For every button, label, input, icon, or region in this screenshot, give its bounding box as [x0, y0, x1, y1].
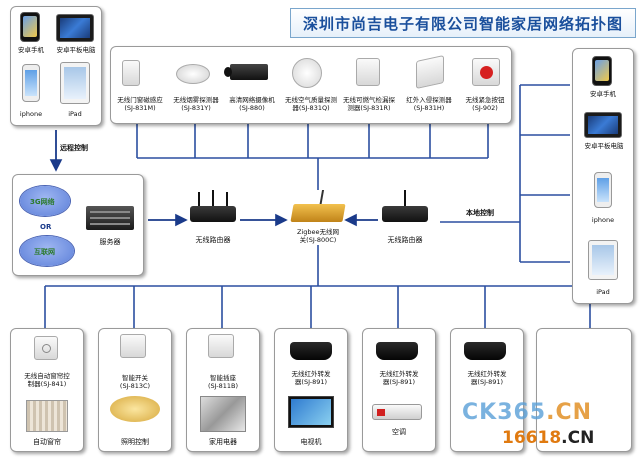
gas-detector-name: 无线可燃气检漏探	[343, 96, 395, 104]
tv-label: 电视机	[300, 438, 322, 446]
emergency-button-icon	[472, 58, 500, 86]
air-conditioner-label: 空调	[392, 428, 406, 436]
smart-switch-icon	[120, 334, 146, 358]
title-banner: 深圳市尚吉电子有限公司智能家居网络拓扑图	[290, 8, 636, 38]
smoke-detector-model: (SJ-831Y)	[181, 104, 211, 112]
lighting-label: 照明控制	[121, 438, 149, 446]
internet-cloud-icon	[20, 236, 74, 266]
air-conditioner-icon	[372, 404, 422, 420]
watermark-ck365: CK365.CN	[462, 400, 592, 425]
wireless-router-left-icon	[190, 190, 236, 222]
right-android-tablet-icon	[584, 112, 622, 138]
air-quality-sensor-icon	[292, 58, 322, 88]
android-phone-label: 安卓手机	[18, 46, 44, 54]
ir-transmitter-ac-model: 器(SJ-891)	[382, 378, 416, 386]
right-ipad-label: iPad	[596, 288, 610, 296]
pir-detector-model: (SJ-831H)	[413, 104, 445, 112]
watermark-16618-cn: .CN	[561, 428, 595, 448]
air-quality-sensor-name: 无线空气质量探测	[285, 96, 337, 104]
ir-transmitter-3-model: 器(SJ-891)	[470, 378, 504, 386]
appliances-icon	[200, 396, 246, 432]
right-ipad-icon	[588, 240, 618, 280]
server-icon	[86, 206, 134, 230]
right-iphone-label: iphone	[591, 216, 615, 224]
3g-network-label: 3G网络	[30, 198, 55, 206]
curtain-label: 自动窗帘	[33, 438, 61, 446]
pir-detector-icon	[416, 55, 444, 89]
android-tablet-icon	[56, 14, 94, 42]
air-quality-sensor-model: 器(SJ-831Q)	[292, 104, 330, 112]
server-label: 服务器	[99, 238, 121, 246]
smoke-detector-name: 无线烟雾探测器	[173, 96, 219, 104]
ir-transmitter-ac-name: 无线红外转发	[379, 370, 419, 378]
emergency-button-model: (SJ-902)	[472, 104, 498, 112]
android-phone-icon	[20, 12, 40, 42]
pir-detector-name: 红外入侵探测器	[406, 96, 452, 104]
ip-camera-name: 高清网络摄像机	[229, 96, 275, 104]
internet-label: 互联网	[34, 248, 55, 256]
tv-icon	[288, 396, 334, 428]
ip-camera-model: (SJ-880)	[239, 104, 265, 112]
ir-transmitter-3-name: 无线红外转发	[467, 370, 507, 378]
iphone-label: iphone	[19, 110, 43, 118]
zigbee-gateway-label-2: 关(SJ-800C)	[299, 236, 337, 244]
appliances-label: 家用电器	[209, 438, 237, 446]
curtain-controller-model: 制器(SJ-841)	[27, 380, 67, 388]
diagram-title: 深圳市尚吉电子有限公司智能家居网络拓扑图	[302, 14, 623, 33]
wireless-router-right-icon	[382, 190, 428, 222]
smart-socket-name: 智能插座	[210, 374, 236, 382]
android-tablet-label: 安卓平板电脑	[56, 46, 96, 54]
right-iphone-icon	[594, 172, 612, 208]
curtain-controller-icon	[34, 336, 58, 360]
ipad-icon	[60, 62, 90, 104]
wireless-router-left-label: 无线路由器	[195, 236, 231, 244]
emergency-button-name: 无线紧急按钮	[465, 96, 505, 104]
local-control-label: 本地控制	[466, 209, 494, 217]
door-sensor-icon	[122, 60, 140, 86]
ir-transmitter-3-icon	[464, 342, 506, 360]
ip-camera-icon	[224, 64, 268, 80]
remote-control-label: 远程控制	[60, 144, 88, 152]
chandelier-icon	[110, 396, 160, 422]
smart-switch-name: 智能开关	[122, 374, 148, 382]
ipad-label: iPad	[68, 110, 82, 118]
smart-socket-model: (SJ-811B)	[207, 382, 239, 390]
watermark-16618-text: 16618	[502, 428, 562, 448]
ir-transmitter-tv-model: 器(SJ-891)	[294, 378, 328, 386]
watermark-ck365-cn: .CN	[546, 400, 593, 425]
curtain-controller-name: 无线自动窗帘控	[24, 372, 70, 380]
gas-detector-model: 测器(SJ-831R)	[347, 104, 391, 112]
smart-switch-model: (SJ-813C)	[119, 382, 151, 390]
curtain-icon	[26, 400, 68, 432]
iphone-icon	[22, 64, 40, 102]
extra-panel	[536, 328, 632, 452]
zigbee-gateway-label-1: Zigbee无线网	[296, 228, 339, 236]
watermark-ck365-text: CK365	[462, 400, 547, 425]
smoke-detector-icon	[176, 64, 210, 84]
3g-cloud-icon	[20, 186, 70, 216]
watermark-16618: 16618.CN	[502, 428, 594, 448]
right-android-tablet-label: 安卓平板电脑	[584, 142, 624, 150]
door-sensor-model: (SJ-831M)	[124, 104, 156, 112]
right-android-phone-label: 安卓手机	[590, 90, 616, 98]
wireless-router-right-label: 无线路由器	[387, 236, 423, 244]
door-sensor-name: 无线门窗磁感应	[117, 96, 163, 104]
ir-transmitter-tv-icon	[290, 342, 332, 360]
gas-detector-icon	[356, 58, 380, 86]
zigbee-gateway-icon	[290, 190, 346, 222]
ir-transmitter-ac-icon	[376, 342, 418, 360]
ir-transmitter-tv-name: 无线红外转发	[291, 370, 331, 378]
smart-socket-icon	[208, 334, 234, 358]
or-label: OR	[40, 223, 52, 231]
right-android-phone-icon	[592, 56, 612, 86]
